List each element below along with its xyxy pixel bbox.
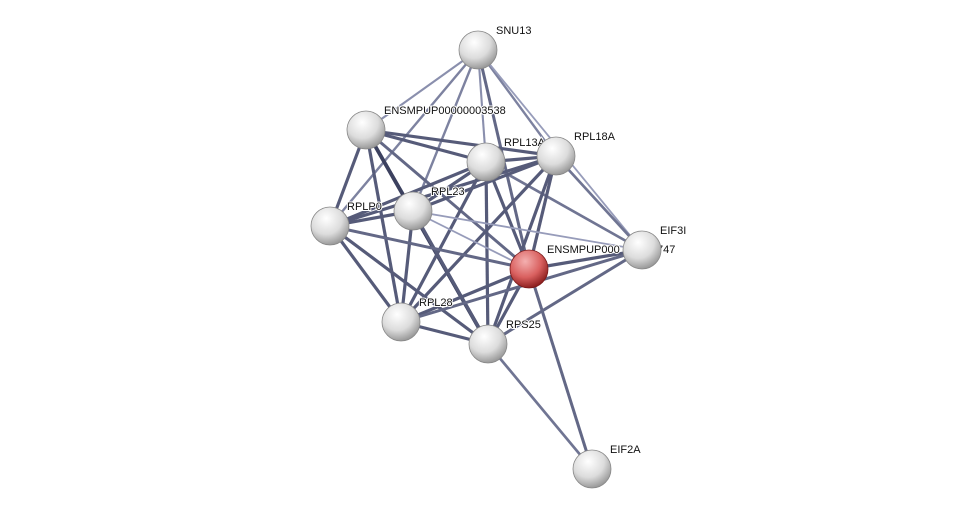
edge-rpl23-rps25[interactable] [411, 210, 490, 345]
protein-node-icon[interactable] [381, 302, 421, 342]
node-rplp0[interactable]: RPLP0 [310, 200, 383, 246]
node-label: ENSMPUP000 [547, 244, 620, 256]
node-label: RPLP0 [347, 201, 382, 213]
node-label: RPL28 [419, 297, 453, 309]
node-query[interactable]: ENSMPUP000 747 [509, 243, 676, 289]
edge-rplp0-rpl28[interactable] [328, 225, 403, 323]
edge-ens3538-rpl13a[interactable] [365, 128, 487, 164]
edge-rpl18a-rplp0[interactable] [329, 154, 557, 228]
node-rpl13a[interactable]: RPL13A [466, 136, 547, 182]
protein-node-icon[interactable] [468, 324, 508, 364]
edge-snu13-ens3538[interactable] [365, 49, 479, 131]
edge-layer [328, 49, 643, 470]
protein-node-icon[interactable] [393, 191, 433, 231]
protein-node-icon[interactable] [466, 142, 506, 182]
edge-eif3i-rps25[interactable] [487, 248, 643, 346]
protein-node-icon[interactable] [536, 136, 576, 176]
edge-rpl13a-eif3i[interactable] [485, 160, 643, 252]
node-label: RPL23 [431, 186, 465, 198]
edge-rplp0-rps25[interactable] [329, 224, 489, 346]
node-rpl18a[interactable]: RPL18A [536, 130, 617, 176]
node-rps25[interactable]: RPS25 [468, 318, 542, 364]
node-label: RPL13A [504, 137, 546, 149]
edge-rpl18a-rps25[interactable] [486, 155, 558, 345]
edge-snu13-rplp0[interactable] [329, 49, 479, 227]
edge-query-eif2a[interactable] [527, 268, 594, 470]
node-layer: ENSMPUP000 747 SNU13ENSMPUP00000003538RPL1… [310, 24, 687, 489]
edge-rplp0-query[interactable] [329, 224, 530, 271]
edge-ens3538-query[interactable] [365, 128, 530, 271]
protein-node-icon[interactable] [622, 230, 662, 270]
query-protein-node-icon[interactable] [509, 249, 549, 289]
node-label: SNU13 [496, 25, 531, 37]
protein-node-icon[interactable] [346, 110, 386, 150]
node-eif2a[interactable]: EIF2A [572, 443, 642, 489]
protein-node-icon[interactable] [310, 206, 350, 246]
node-eif3i[interactable]: EIF3I [622, 224, 687, 270]
edge-snu13-rpl23[interactable] [411, 49, 480, 212]
edge-snu13-rpl18a[interactable] [477, 49, 557, 157]
node-rpl23[interactable]: RPL23 [393, 185, 466, 231]
node-label: EIF2A [610, 444, 641, 456]
protein-node-icon[interactable] [572, 449, 612, 489]
edge-ens3538-rpl28[interactable] [364, 129, 403, 323]
edge-ens3538-rpl18a[interactable] [365, 128, 557, 158]
node-ens3538[interactable]: ENSMPUP00000003538 [346, 104, 507, 150]
node-label: ENSMPUP00000003538 [384, 105, 506, 117]
edge-rpl18a-rpl23[interactable] [412, 154, 557, 213]
edge-rpl18a-rpl28[interactable] [399, 154, 558, 324]
protein-node-icon[interactable] [458, 30, 498, 70]
edge-rpl18a-eif3i[interactable] [555, 155, 643, 251]
node-label-suffix: 747 [657, 244, 675, 256]
node-label: RPL18A [574, 131, 616, 143]
node-snu13[interactable]: SNU13 [458, 24, 532, 70]
node-label: EIF3I [660, 225, 686, 237]
node-label: RPS25 [506, 319, 541, 331]
edge-rps25-eif2a[interactable] [486, 343, 594, 470]
edge-rpl13a-rps25[interactable] [484, 161, 490, 345]
edge-rpl23-query[interactable] [412, 210, 530, 270]
node-rpl28[interactable]: RPL28 [381, 296, 454, 342]
edge-query-rpl28[interactable] [400, 267, 530, 324]
edge-rpl23-eif3i[interactable] [412, 210, 643, 251]
